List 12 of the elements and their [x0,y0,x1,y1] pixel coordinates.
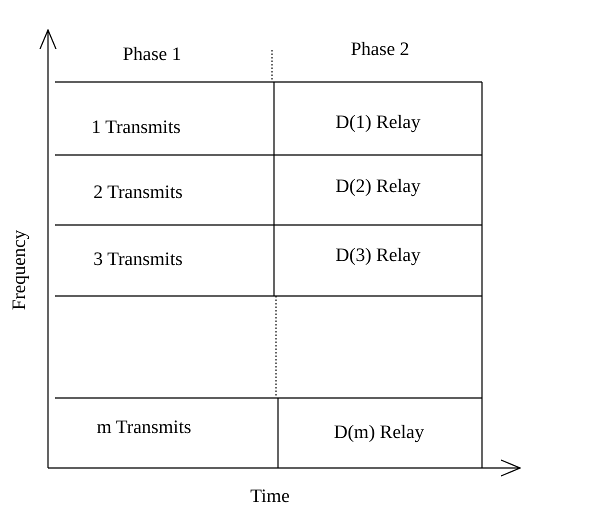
cell-text: D(1) Relay [336,112,420,134]
cell-text: 1 Transmits [91,117,181,139]
cell-text: D(m) Relay [334,422,424,444]
column-heading: Phase 2 [350,39,410,61]
axis-label: Frequency [9,230,31,310]
cell-text: m Transmits [96,417,192,439]
cell-text: D(2) Relay [336,176,420,198]
column-heading: Phase 1 [122,44,182,66]
cell-text: 2 Transmits [93,182,183,204]
axis-label: Time [250,486,290,508]
cell-text: 3 Transmits [93,249,183,271]
cell-text: D(3) Relay [336,245,420,267]
